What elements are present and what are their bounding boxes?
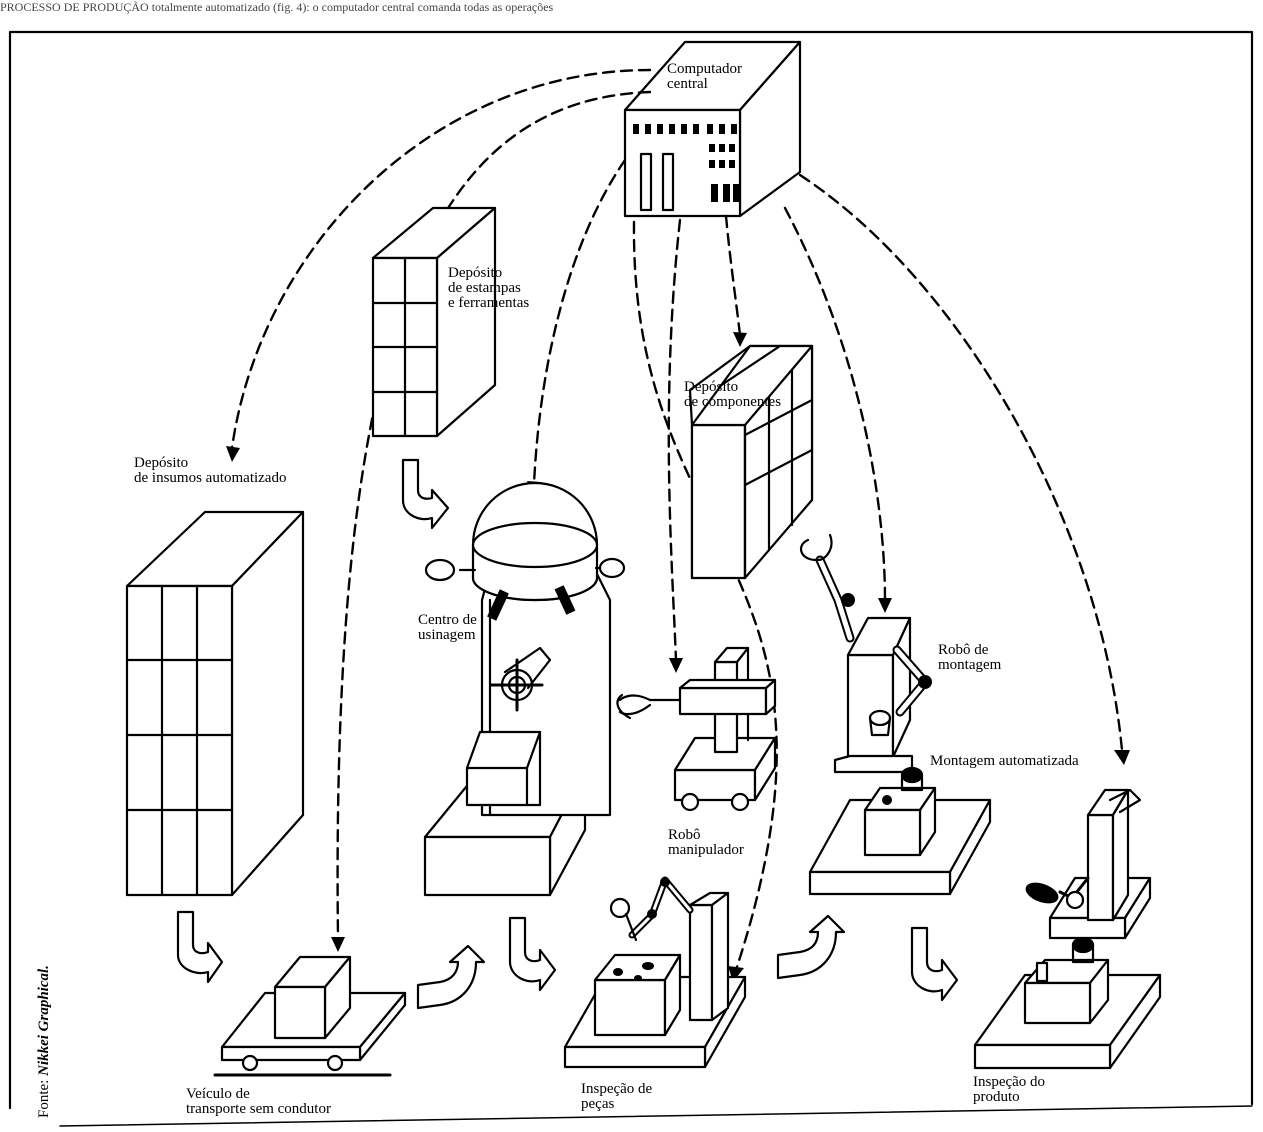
line-to-usinagem <box>532 158 627 486</box>
label-robo-montagem: Robô de montagem <box>938 642 1002 673</box>
assembly-robot <box>799 533 932 774</box>
raw-material-storage <box>125 510 305 897</box>
label-deposito-componentes: Depósito de componentes <box>684 379 782 410</box>
component-storage <box>688 344 814 580</box>
label-deposito-insumos: Depósito de insumos automatizado <box>134 455 287 486</box>
product-inspection <box>973 788 1162 1070</box>
line-to-componentes <box>724 214 742 337</box>
flow-arrow-insumos <box>176 910 224 984</box>
label-centro-usinagem: Centro de usinagem <box>418 612 477 643</box>
frame <box>8 30 1254 1110</box>
flow-arrow-to-pecas-2 <box>508 916 557 992</box>
bottom-rule <box>59 1105 1253 1127</box>
line-to-inspecao-produto <box>798 173 1124 752</box>
flow-arrow-to-produto <box>910 926 959 1002</box>
flow-arrow-to-pecas-1 <box>416 944 486 1010</box>
label-inspecao-produto: Inspeção do produto <box>973 1074 1046 1105</box>
line-to-manipulador <box>667 218 682 662</box>
line-to-robo-montagem <box>783 206 887 602</box>
flow-arrow-to-montagem <box>776 914 846 980</box>
line-to-insumos <box>230 68 652 450</box>
part-inspection <box>563 876 747 1069</box>
manipulator-robot <box>616 646 777 812</box>
central-computer <box>623 40 802 218</box>
label-robo-manipulador: Robô manipulador <box>668 827 744 858</box>
label-inspecao-pecas: Inspeção de peças <box>581 1081 653 1112</box>
source-credit: Fonte: Nikkei Graphical. <box>36 965 52 1118</box>
flow-arrows <box>176 458 959 1010</box>
top-caption-fragment: PROCESSO DE PRODUÇÃO totalmente automati… <box>0 0 554 14</box>
automated-guided-vehicle <box>213 955 407 1077</box>
label-veiculo-transporte: Veículo de transporte sem condutor <box>186 1086 331 1117</box>
label-deposito-estampas: Depósito de estampas e ferramentas <box>448 265 530 311</box>
automated-assembly <box>808 766 992 896</box>
label-montagem-automatizada: Montagem automatizada <box>930 753 1079 769</box>
label-computador-central: Computador central <box>667 61 742 92</box>
tool-storage <box>371 206 497 438</box>
machining-center <box>423 481 626 897</box>
flow-arrow-estampas <box>401 458 450 530</box>
